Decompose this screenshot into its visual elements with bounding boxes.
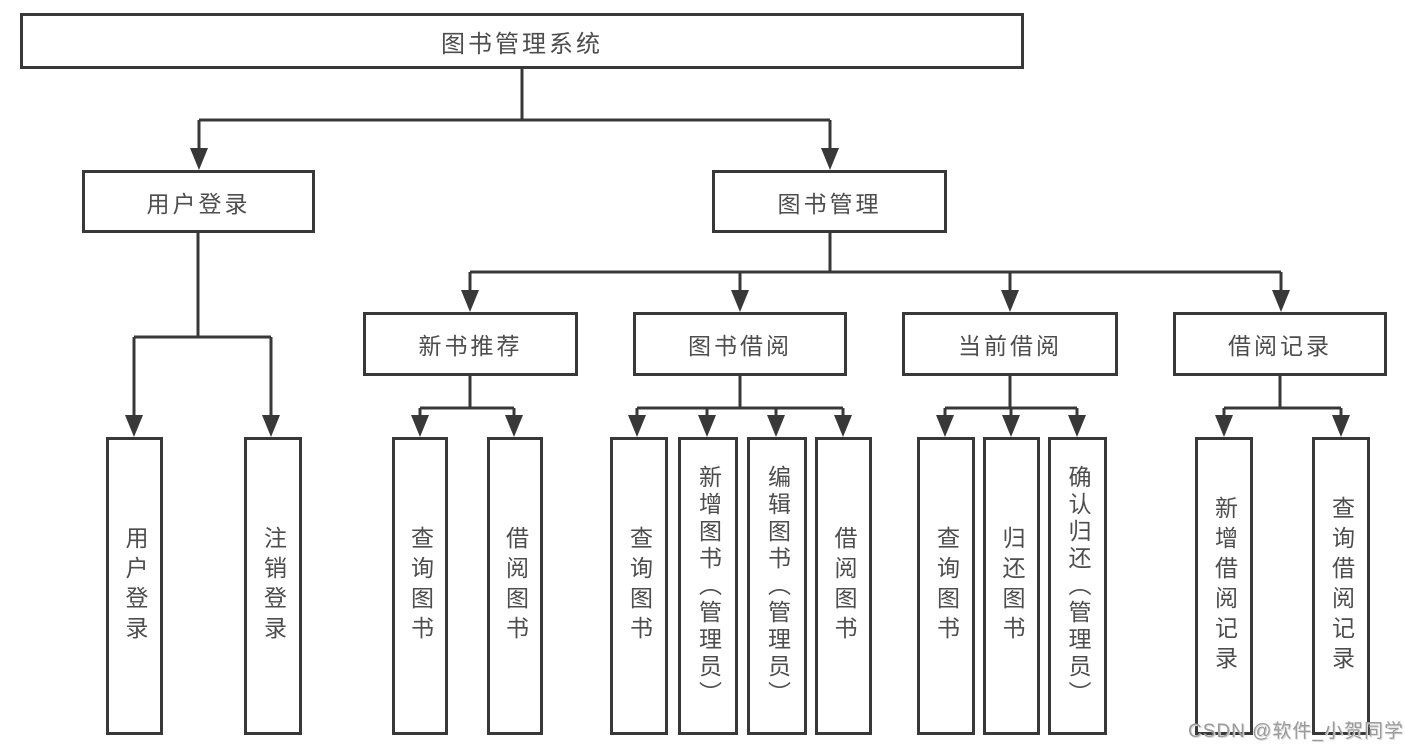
leaf-edit-books-admin: 编辑图书（管理员） <box>747 437 807 735</box>
node-borrowing-records: 借阅记录 <box>1173 312 1387 376</box>
leaf-confirm-return-admin: 确认归还（管理员） <box>1048 437 1107 735</box>
node-user-login: 用户登录 <box>82 170 315 233</box>
leaf-borrow-books: 借阅图书 <box>815 437 872 735</box>
node-current-borrowing: 当前借阅 <box>902 312 1118 376</box>
leaf-logout: 注销登录 <box>244 437 302 735</box>
csdn-watermark: CSDN @软件_小贺同学 <box>1188 721 1404 742</box>
node-book-borrowing: 图书借阅 <box>633 312 847 376</box>
arrowheads <box>125 148 1350 437</box>
leaf-query-books: 查询图书 <box>917 437 975 735</box>
node-new-book-recommendation: 新书推荐 <box>363 312 578 376</box>
leaf-user-login: 用户登录 <box>106 437 163 735</box>
leaf-query-books: 查询图书 <box>392 437 448 735</box>
node-book-management: 图书管理 <box>712 170 947 233</box>
leaf-add-borrow-record: 新增借阅记录 <box>1195 437 1253 735</box>
leaf-query-borrow-record: 查询借阅记录 <box>1312 437 1370 735</box>
node-library-management-system: 图书管理系统 <box>20 13 1024 69</box>
leaf-return-books: 归还图书 <box>983 437 1040 735</box>
leaf-add-books-admin: 新增图书（管理员） <box>678 437 738 735</box>
leaf-borrow-books: 借阅图书 <box>487 437 543 735</box>
leaf-query-books: 查询图书 <box>610 437 668 735</box>
